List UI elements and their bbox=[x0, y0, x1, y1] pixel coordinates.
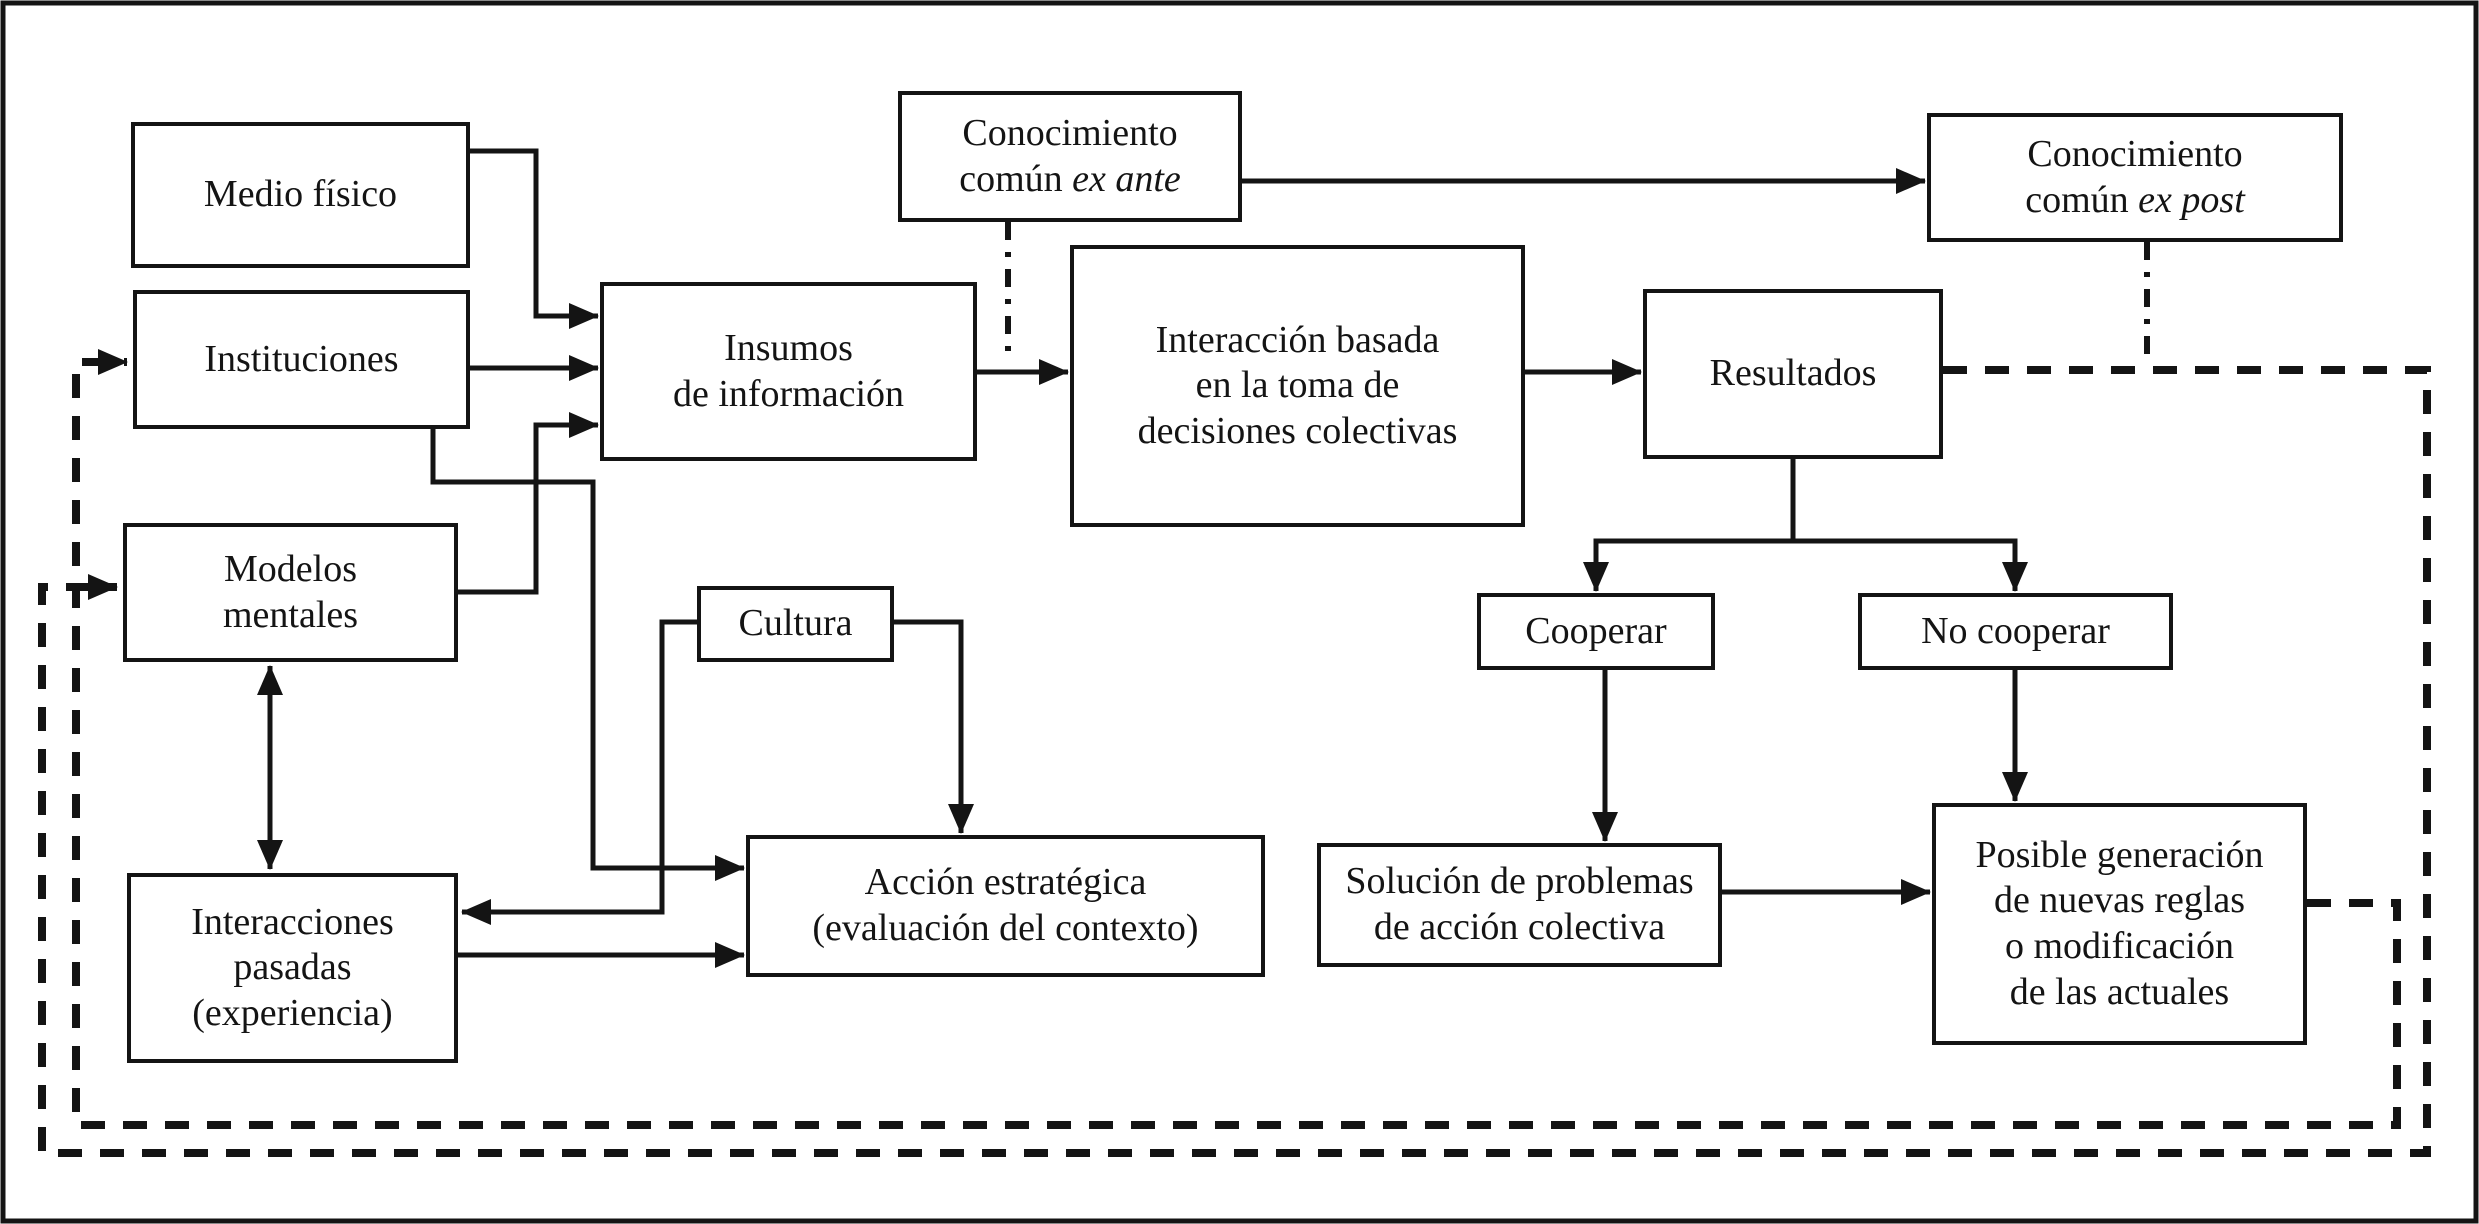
node-label-line: Medio físico bbox=[204, 172, 397, 218]
node-label-text: o modificación bbox=[2005, 925, 2234, 967]
node-label-line: Acción estratégica bbox=[865, 860, 1147, 906]
node-resultados: Resultados bbox=[1643, 289, 1943, 459]
node-label-text: Insumos bbox=[724, 326, 853, 369]
node-label-line: Modelos bbox=[224, 547, 357, 593]
edge-medio-fisico-to-insumos bbox=[470, 148, 599, 329]
node-label-text: decisiones colectivas bbox=[1137, 409, 1458, 452]
node-label-line: o modificación bbox=[2005, 924, 2234, 970]
node-label-text: (evaluación del contexto) bbox=[812, 907, 1199, 949]
node-label-line: Cooperar bbox=[1525, 609, 1666, 655]
node-label-italic-text: ex post bbox=[2138, 178, 2245, 221]
node-label-text: de acción colectiva bbox=[1373, 906, 1666, 948]
node-label-text: Modelos bbox=[224, 547, 357, 590]
edge-posible-generacion-feedback-to-instituciones bbox=[72, 349, 2401, 1129]
edge-cultura-to-interacciones-pasadas bbox=[461, 619, 697, 925]
node-label-line: Cultura bbox=[739, 601, 853, 647]
node-label-line: Posible generación bbox=[1975, 833, 2263, 879]
node-label-text: en la toma de bbox=[1195, 364, 1400, 407]
edge-cultura-to-accion-estrategica bbox=[894, 619, 974, 834]
node-label-text: Conocimiento bbox=[2027, 132, 2243, 175]
node-label-italic-text: ex ante bbox=[1072, 157, 1181, 200]
node-label-text: Interacciones bbox=[191, 900, 394, 943]
node-label-line: Insumos bbox=[724, 326, 853, 372]
node-label-line: Resultados bbox=[1710, 351, 1877, 397]
node-label-line: común ex post bbox=[2025, 178, 2245, 224]
node-label-line: Solución de problemas bbox=[1345, 859, 1693, 905]
node-accion-estrategica: Acción estratégica(evaluación del contex… bbox=[746, 835, 1265, 977]
node-label-line: Conocimiento bbox=[2027, 132, 2242, 178]
edge-resultados-to-cooperar bbox=[1583, 538, 1793, 592]
node-label-text: Instituciones bbox=[204, 337, 399, 380]
node-label-line: Interacciones bbox=[191, 900, 394, 946]
node-label-text: Resultados bbox=[1709, 352, 1877, 395]
node-medio-fisico: Medio físico bbox=[131, 122, 470, 268]
node-instituciones: Instituciones bbox=[133, 290, 470, 429]
node-label-line: de información bbox=[673, 372, 904, 418]
node-label-text: común bbox=[2025, 178, 2139, 221]
node-label-line: No cooperar bbox=[1921, 609, 2110, 655]
node-label-line: decisiones colectivas bbox=[1138, 409, 1458, 455]
node-label-line: de acción colectiva bbox=[1374, 905, 1665, 951]
node-label-text: Cultura bbox=[738, 602, 853, 645]
node-label-line: común ex ante bbox=[959, 157, 1181, 203]
node-label-text: Cooperar bbox=[1525, 609, 1667, 652]
node-label-text: Acción estratégica bbox=[864, 861, 1147, 904]
node-label-text: Medio físico bbox=[203, 173, 398, 216]
node-label-line: en la toma de bbox=[1196, 363, 1400, 409]
node-label-text: de las actuales bbox=[2009, 970, 2230, 1013]
node-label-text: Posible generación bbox=[1975, 833, 2264, 876]
node-label-text: Interacción basada bbox=[1155, 318, 1440, 361]
edge-modelos-mentales-to-insumos bbox=[458, 412, 599, 595]
node-label-text: mentales bbox=[222, 593, 359, 636]
node-label-line: mentales bbox=[223, 593, 358, 639]
node-label-text: pasadas bbox=[233, 946, 352, 989]
node-label-text: No cooperar bbox=[1921, 609, 2110, 652]
node-cooperar: Cooperar bbox=[1477, 593, 1715, 670]
node-label-line: Instituciones bbox=[204, 337, 398, 383]
node-label-text: de información bbox=[672, 372, 905, 415]
node-cultura: Cultura bbox=[697, 586, 894, 662]
node-label-line: de las actuales bbox=[2010, 970, 2229, 1016]
edge-resultados-feedback-to-modelos-mentales bbox=[38, 366, 2431, 1157]
node-label-text: común bbox=[959, 157, 1073, 200]
edge-instituciones-to-accion-estrategica bbox=[430, 429, 745, 881]
node-label-text: (experiencia) bbox=[192, 991, 393, 1034]
node-label-line: (experiencia) bbox=[192, 991, 392, 1037]
node-label-line: de nuevas reglas bbox=[1994, 878, 2245, 924]
node-label-text: Conocimiento bbox=[962, 111, 1178, 154]
node-label-line: (evaluación del contexto) bbox=[812, 906, 1198, 952]
node-no-cooperar: No cooperar bbox=[1858, 593, 2173, 670]
node-label-text: de nuevas reglas bbox=[1993, 879, 2246, 922]
node-label-line: Interacción basada bbox=[1156, 318, 1440, 364]
node-label-text: Solución de problemas bbox=[1345, 860, 1694, 903]
node-label-line: pasadas bbox=[233, 945, 351, 991]
node-label-line: Conocimiento bbox=[962, 111, 1177, 157]
edge-resultados-to-no-cooperar bbox=[1793, 538, 2028, 592]
